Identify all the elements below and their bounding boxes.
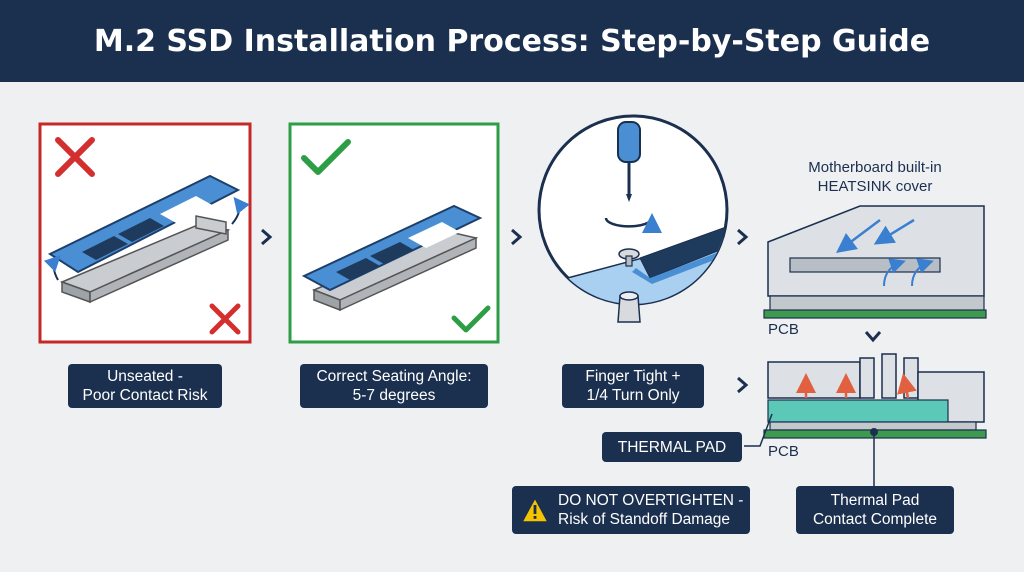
warning-triangle-icon [520, 496, 550, 523]
heat-arrow-3 [897, 373, 917, 399]
heatsink-press-arrow-1 [836, 219, 881, 253]
thermal-pad-label-text: THERMAL PAD [617, 438, 727, 456]
screw-label-line2: 1/4 Turn Only [586, 387, 680, 404]
ssd-card-icon [47, 174, 241, 274]
diagram-svg [38, 114, 987, 486]
screw-icon [618, 248, 640, 267]
overtighten-warning: DO NOT OVERTIGHTEN - Risk of Standoff Da… [512, 486, 750, 534]
rotate-arrow-icon [604, 213, 662, 234]
unseated-label-line2: Poor Contact Risk [82, 387, 208, 404]
m2-connector-icon [59, 215, 231, 304]
step-arrow-1 [261, 228, 273, 246]
thermal-pad-leader [744, 413, 773, 447]
correct-label-line1: Correct Seating Angle: [316, 368, 472, 385]
check-mark-icon-bottom [451, 305, 491, 333]
step-arrow-down [864, 331, 882, 343]
page-title: M.2 SSD Installation Process: Step-by-St… [0, 0, 1024, 82]
heatsink-press-arrow-2 [873, 218, 915, 245]
ssd-card-icon-correct [301, 204, 483, 292]
heatsink-caption: Motherboard built-in HEATSINK cover [780, 158, 970, 196]
unseated-label-line1: Unseated - [107, 368, 183, 385]
contact-complete-line2: Contact Complete [812, 511, 938, 528]
thermal-pad-label: THERMAL PAD [602, 432, 742, 462]
screw-label: Finger Tight + 1/4 Turn Only [562, 364, 704, 408]
heatsink-press-arrow-4 [911, 258, 934, 287]
correct-label: Correct Seating Angle: 5-7 degrees [300, 364, 488, 408]
screw-label-line1: Finger Tight + [585, 368, 681, 385]
standoff-icon [617, 291, 641, 323]
step-arrow-2 [511, 228, 523, 246]
check-mark-icon-top [301, 139, 351, 175]
heatsink-press-arrow-3 [883, 258, 906, 287]
heatsink-assembly-bottom [763, 353, 987, 439]
x-mark-icon-bottom [209, 303, 241, 335]
heatsink-caption-line2: HEATSINK cover [817, 178, 933, 195]
step-arrow-3 [737, 228, 749, 246]
contact-complete-line1: Thermal Pad [830, 492, 920, 509]
warning-line1: DO NOT OVERTIGHTEN - [558, 492, 744, 509]
unseated-label: Unseated - Poor Contact Risk [68, 364, 222, 408]
x-mark-icon-top [55, 137, 95, 177]
pcb-label-top: PCB [768, 321, 799, 338]
correct-label-line2: 5-7 degrees [352, 387, 436, 404]
screwdriver-icon [617, 121, 641, 202]
diagram-stage: Unseated - Poor Contact Risk Correct Sea… [0, 82, 1024, 572]
lift-arrow-right [231, 196, 250, 225]
contact-complete-label: Thermal Pad Contact Complete [796, 486, 954, 534]
warning-line2: Risk of Standoff Damage [558, 511, 731, 528]
pcb-label-bottom: PCB [768, 443, 799, 460]
ssd-edge-icon [639, 221, 727, 279]
heatsink-caption-line1: Motherboard built-in [808, 159, 942, 176]
step-arrow-4 [737, 376, 749, 394]
lift-arrow-left [43, 255, 61, 281]
thermal-pad-layer [767, 399, 949, 423]
